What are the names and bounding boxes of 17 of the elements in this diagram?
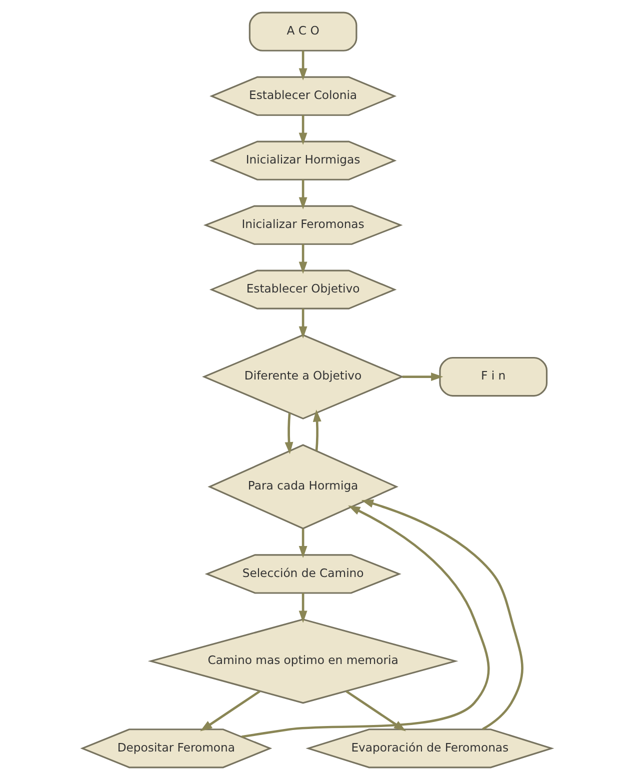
arrow [402, 372, 444, 382]
arrow [298, 50, 308, 80]
arrow [241, 506, 490, 738]
node-diamond: Para cada Hormiga [208, 444, 398, 530]
arrow [312, 410, 322, 451]
arrow [298, 308, 308, 338]
node-diamond: Diferente a Objetivo [202, 334, 404, 420]
arrow [298, 180, 308, 210]
node-box: A C O [248, 12, 358, 52]
arrow [200, 690, 260, 732]
arrow [298, 593, 308, 623]
node-diamond: Camino mas optimo en memoria [148, 618, 458, 704]
arrow [298, 244, 308, 274]
node-box: F i n [439, 356, 548, 397]
arrow [298, 115, 308, 145]
arrow [298, 528, 308, 558]
arrow [284, 413, 294, 454]
